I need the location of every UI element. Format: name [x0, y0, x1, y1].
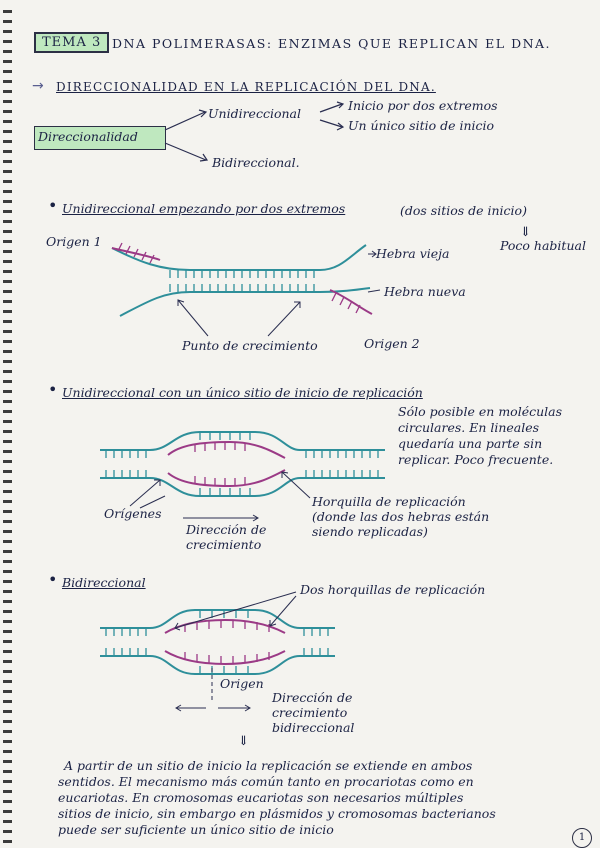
label-horquilla-1: Horquilla de replicación	[312, 494, 466, 509]
summary-line-5: puede ser suficiente un único sitio de i…	[58, 822, 334, 837]
block2-note-3: quedaría una parte sin	[398, 436, 543, 451]
label-horquilla-2: (donde las dos hebras están	[312, 509, 490, 524]
block3-heading: Bidireccional	[62, 575, 146, 590]
notebook-binding	[3, 10, 12, 843]
branch-bidireccional: Bidireccional.	[212, 155, 300, 170]
concept-label: Direccionalidad	[38, 129, 138, 144]
label-hebra-nueva: Hebra nueva	[384, 284, 466, 299]
page-number: 1	[572, 828, 592, 848]
tema-label: TEMA 3	[34, 32, 110, 53]
summary-line-4: sitios de inicio, sin embargo en plásmid…	[58, 806, 496, 821]
block2-note-2: circulares. En lineales	[398, 420, 540, 435]
section-heading: DIRECCIONALIDAD EN LA REPLICACIÓN DEL DN…	[56, 80, 436, 94]
label-origen: Origen	[220, 676, 264, 691]
branch-unidireccional: Unidireccional	[208, 106, 301, 121]
block1-heading-note: (dos sitios de inicio)	[400, 203, 527, 218]
double-down-arrow-icon-2: ⇓	[238, 734, 249, 749]
arrow-right-icon: →	[32, 78, 44, 94]
bullet-1: •	[48, 196, 58, 215]
label-direccion-1: Dirección de	[186, 522, 267, 537]
double-down-arrow-icon: ⇓	[520, 225, 531, 240]
summary-line-2: sentidos. El mecanismo más común tanto e…	[58, 774, 474, 789]
summary-line-1: A partir de un sitio de inicio la replic…	[64, 758, 473, 773]
block2-note-4: replicar. Poco frecuente.	[398, 452, 554, 467]
label-hebra-vieja: Hebra vieja	[376, 246, 450, 261]
block2-heading: Unidireccional con un único sitio de ini…	[62, 385, 423, 400]
block2-note-1: Sólo posible en moléculas	[398, 404, 563, 419]
label-bi-direccion-2: crecimiento	[272, 705, 348, 720]
label-punto-crecimiento: Punto de crecimiento	[182, 338, 318, 353]
label-origenes: Orígenes	[104, 506, 162, 521]
label-horquilla-3: siendo replicadas)	[312, 524, 428, 539]
bullet-2: •	[48, 380, 58, 399]
label-origen1: Origen 1	[46, 234, 102, 249]
label-bi-direccion-1: Dirección de	[272, 690, 353, 705]
label-bi-direccion-3: bidireccional	[272, 720, 355, 735]
page-title: DNA POLIMERASAS: ENZIMAS QUE REPLICAN EL…	[112, 36, 552, 51]
label-origen2: Origen 2	[364, 336, 420, 351]
block1-side-note: Poco habitual	[500, 238, 586, 253]
concept-highlight-box	[34, 126, 166, 150]
branch-sub-2: Un único sitio de inicio	[348, 118, 495, 133]
label-direccion-2: crecimiento	[186, 537, 262, 552]
block1-heading: Unidireccional empezando por dos extremo…	[62, 201, 346, 216]
label-dos-horquillas: Dos horquillas de replicación	[300, 582, 486, 597]
branch-sub-1: Inicio por dos extremos	[348, 98, 498, 113]
summary-line-3: eucariotas. En cromosomas eucariotas son…	[58, 790, 464, 805]
bullet-3: •	[48, 570, 58, 589]
